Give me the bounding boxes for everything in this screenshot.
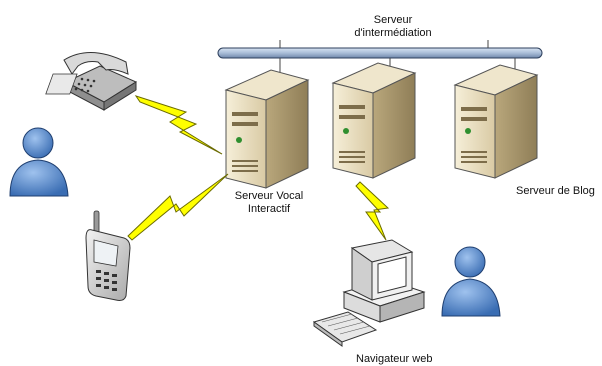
lightning-web-icon <box>355 181 390 241</box>
bus-server-label-line2: d'intermédiation <box>354 27 432 39</box>
mobile-phone-icon <box>85 210 131 301</box>
ivr-server-label-line1: Serveur Vocal <box>234 190 304 202</box>
blog-server-label: Serveur de Blog <box>516 185 595 197</box>
ivr-server-label-line2: Interactif <box>247 203 291 215</box>
bus-server-label: Serveur d'intermédiation <box>318 14 468 40</box>
person-left-icon <box>9 127 69 197</box>
ivr-server-label: Serveur Vocal Interactif <box>224 190 314 216</box>
network-bus <box>217 40 543 72</box>
web-workstation-icon <box>312 239 426 347</box>
lightning-phone-icon <box>134 95 223 155</box>
ivr-server-icon <box>224 69 310 189</box>
telephone-icon <box>45 51 138 111</box>
person-right-icon <box>441 246 501 317</box>
lightning-mobile-icon <box>127 173 229 241</box>
web-browser-label: Navigateur web <box>356 353 433 365</box>
middleware-server-icon <box>331 62 417 179</box>
blog-server-icon <box>453 64 539 179</box>
bus-server-label-line1: Serveur <box>373 14 413 26</box>
